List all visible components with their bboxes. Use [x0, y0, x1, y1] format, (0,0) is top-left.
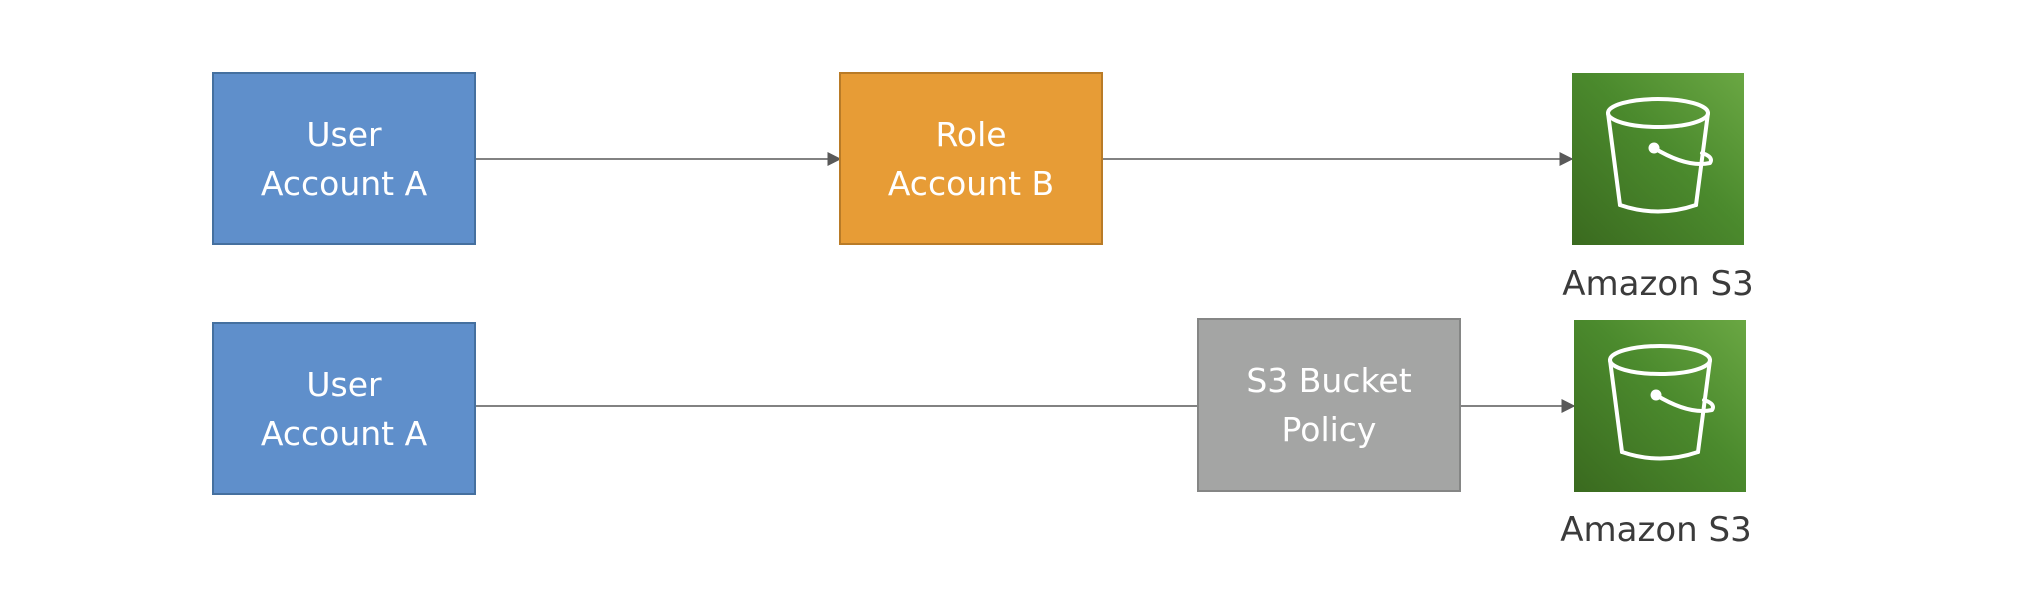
- amazon-s3-tile: [1574, 320, 1746, 492]
- user-box-line1: User: [306, 364, 382, 404]
- user-box-line1: User: [306, 114, 382, 154]
- amazon-s3-label: Amazon S3: [1560, 510, 1752, 550]
- policy-box-line2: Policy: [1281, 410, 1377, 449]
- s3-bucket-icon: [1606, 97, 1713, 214]
- s3-bucket-icon: [1608, 344, 1715, 461]
- user-account-a-box: User Account A: [212, 322, 476, 495]
- amazon-s3-tile: [1572, 73, 1744, 245]
- role-box-line2: Account B: [887, 163, 1055, 203]
- user-account-a-box: User Account A: [212, 72, 476, 245]
- policy-box-line1: S3 Bucket: [1246, 361, 1412, 400]
- role-account-b-box: Role Account B: [839, 72, 1103, 245]
- user-box-line2: Account A: [260, 163, 428, 203]
- user-box-line2: Account A: [260, 413, 428, 453]
- s3-bucket-policy-box: S3 Bucket Policy: [1197, 318, 1461, 492]
- role-box-line1: Role: [935, 114, 1007, 154]
- amazon-s3-label: Amazon S3: [1562, 264, 1754, 304]
